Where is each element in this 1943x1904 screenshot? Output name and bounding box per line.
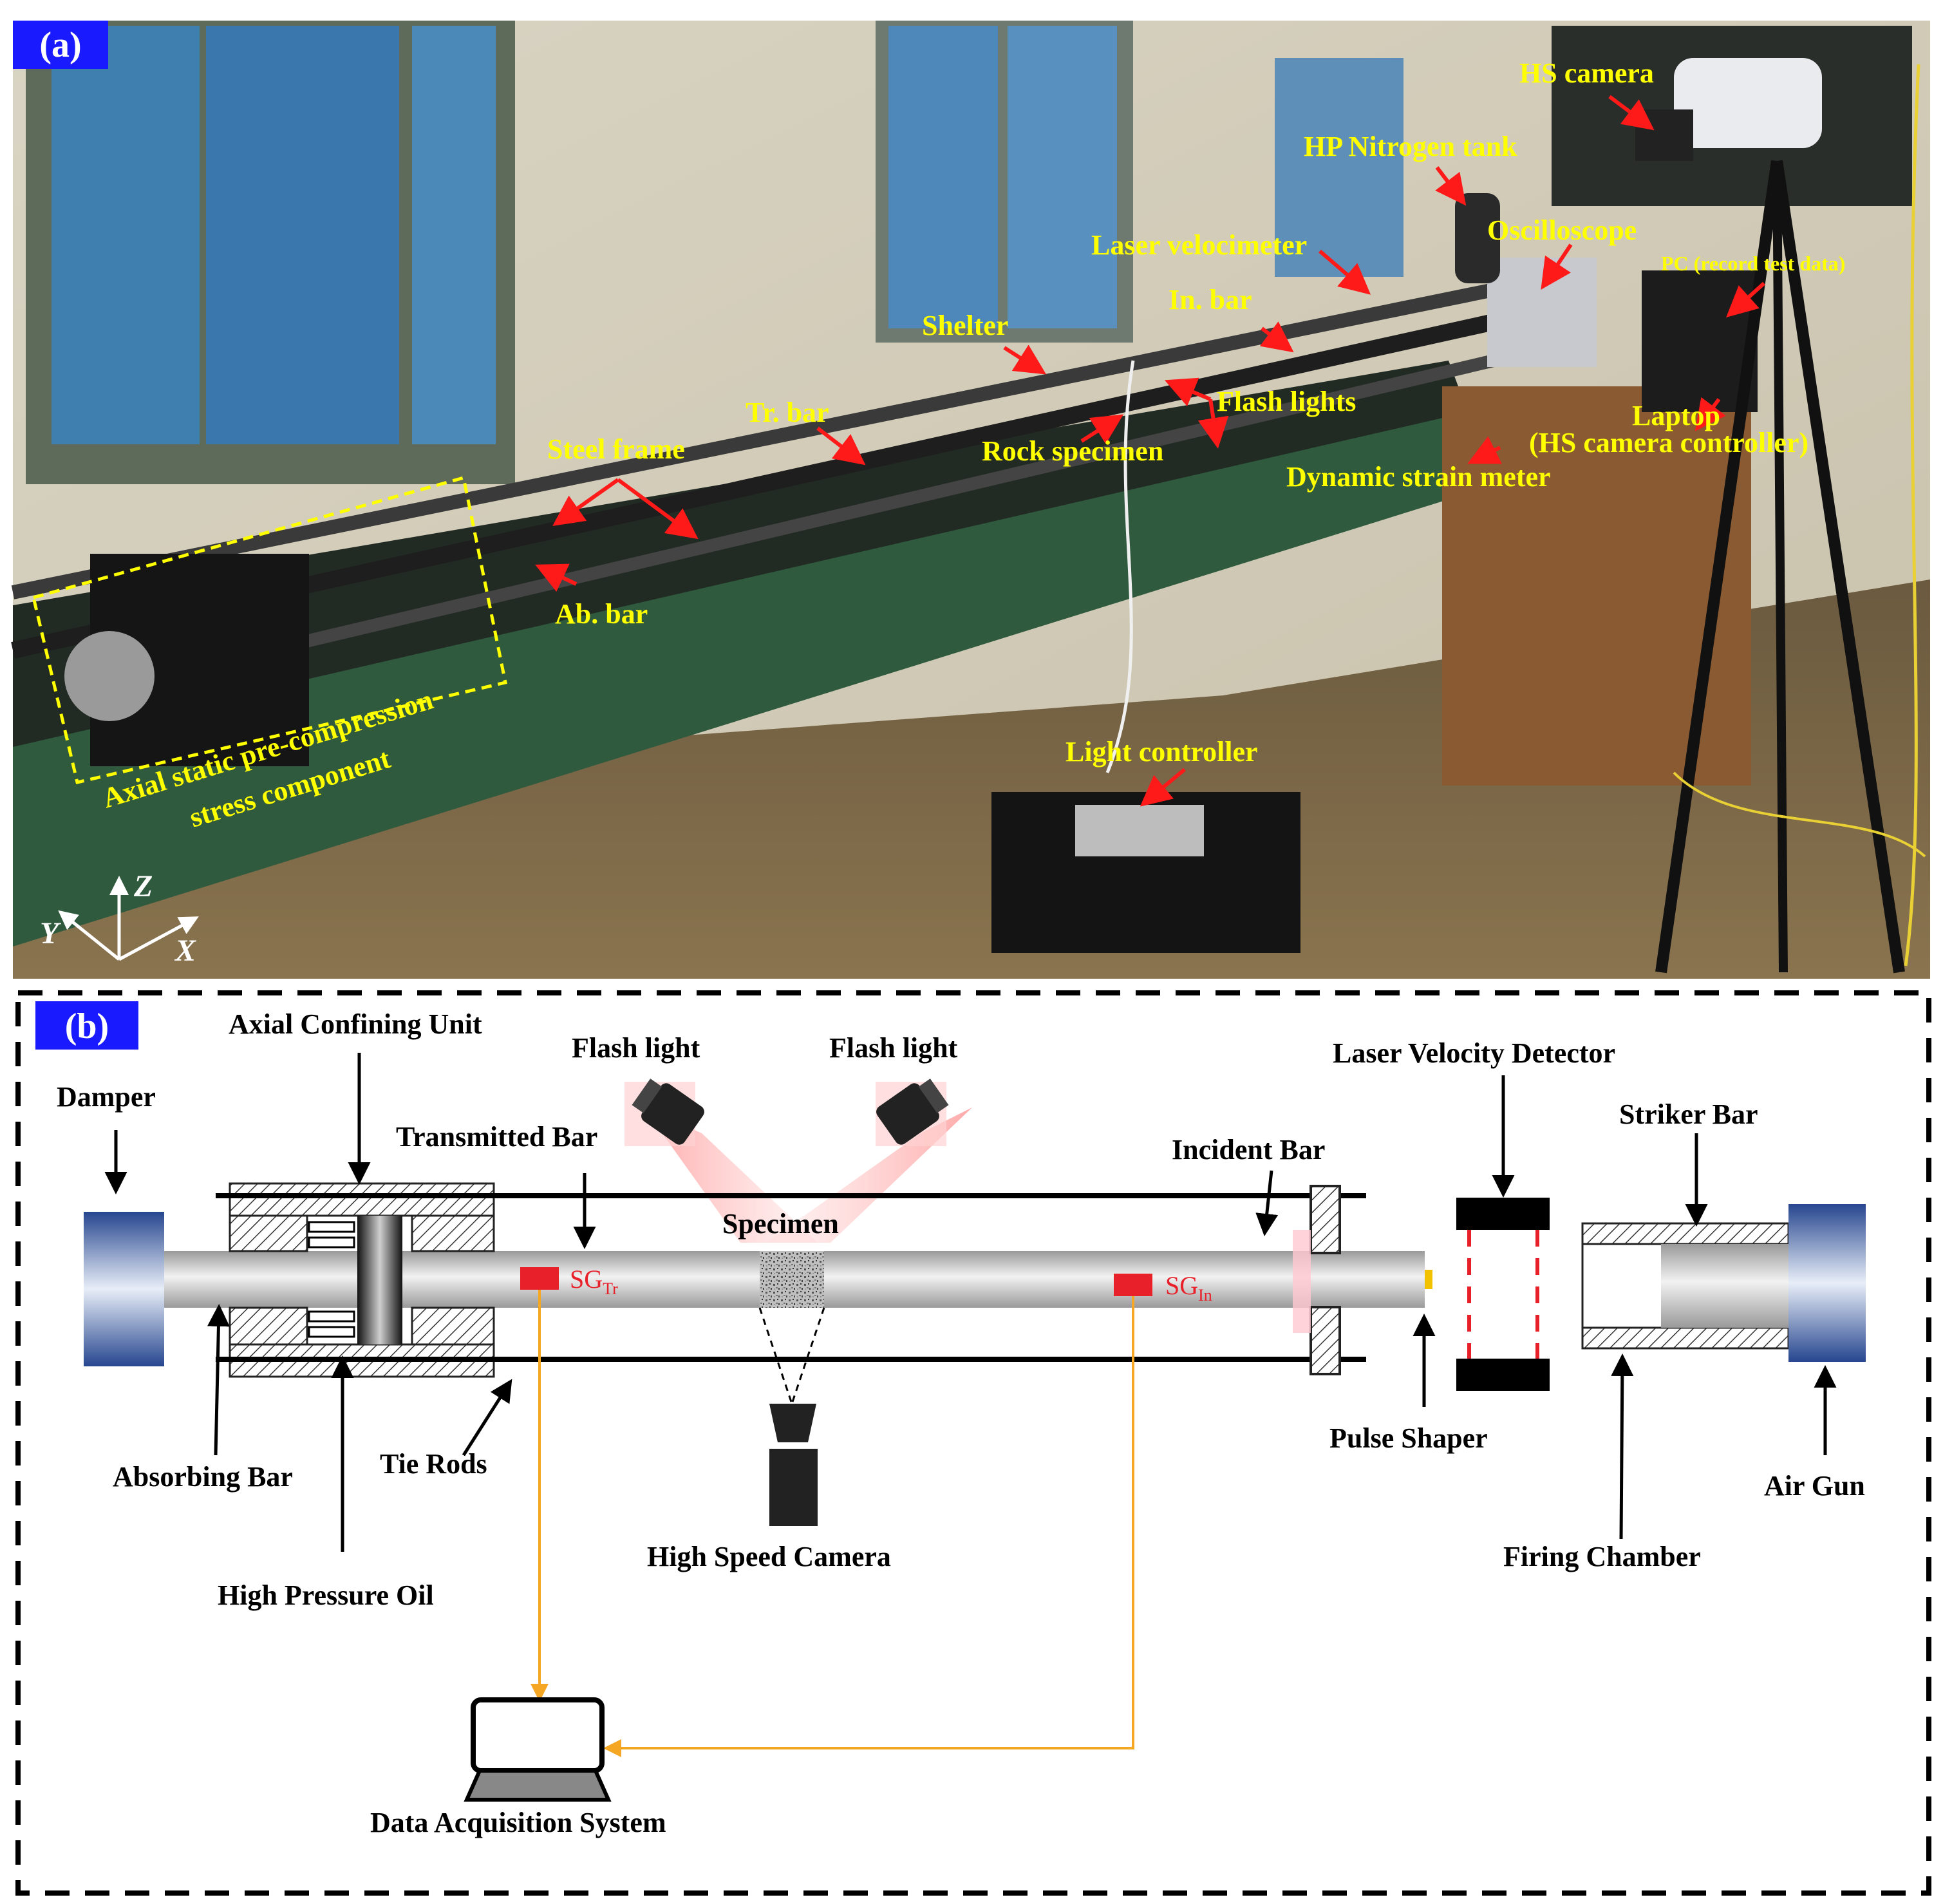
label-hs-camera: HS camera [1519,57,1654,89]
arrow-rock-specimen [1080,414,1124,444]
flash-light-right-icon [876,1079,949,1145]
label-laser-velocimeter: Laser velocimeter [1091,229,1307,261]
end-plate-top [1309,1185,1341,1254]
arrow-flash-2 [1197,399,1229,449]
arrow-ab-bar [535,563,577,592]
label-shelter: Shelter [922,310,1008,341]
label-data-acquisition-system: Data Acquisition System [370,1807,666,1838]
hs-camera-device [1674,58,1822,148]
label-specimen: Specimen [722,1208,839,1239]
arrow-laser-velocimeter [1319,249,1371,295]
arrow-steel-frame-1 [552,478,619,526]
label-light-controller: Light controller [1065,736,1258,768]
damper-block [84,1212,164,1366]
piston [357,1216,402,1344]
axial-component-dashed-box [32,475,507,785]
arrow-oscilloscope [1541,243,1573,290]
window-left [26,21,515,484]
panel-b-tag-bg [35,1001,138,1050]
axis-y-arrow [58,910,120,961]
window-middle [876,21,1403,343]
strain-gauge-in [1114,1274,1152,1296]
axis-x-label: X [174,934,196,968]
arrow-laptop [1694,397,1726,431]
label-striker-bar: Striker Bar [1619,1098,1758,1130]
label-high-speed-camera: High Speed Camera [647,1541,891,1572]
arrow-flash-1 [1164,377,1212,406]
arrow-in-bar [1259,321,1294,353]
label-pc: PC (record test data) [1661,252,1845,275]
label-steel-frame: Steel frame [547,433,685,465]
air-gun-block [1788,1204,1866,1362]
label-laser-velocity-detector: Laser Velocity Detector [1333,1037,1615,1069]
label-ab-bar: Ab. bar [555,598,648,630]
light-controller-device [1075,805,1204,856]
label-pulse-shaper: Pulse Shaper [1329,1422,1488,1454]
axes-indicator [58,876,199,961]
flash-light-left-icon [632,1079,704,1145]
panel-a-tag-bg [13,21,108,69]
label-transmitted-bar: Transmitted Bar [396,1121,597,1153]
oscilloscope-device [1487,258,1597,367]
axis-z-label: Z [133,869,153,903]
arrow-strain-meter [1467,436,1502,464]
panel-b-arrows [104,1053,1837,1552]
signal-wires [530,1290,1134,1757]
label-flash-lights: Flash lights [1217,386,1356,417]
high-speed-camera-icon [769,1404,818,1526]
arrow-pc [1726,281,1766,318]
label-incident-bar: Incident Bar [1172,1134,1325,1165]
panel-b-dashed-border [15,990,1931,1896]
panel-a-tag: (a) [39,25,81,65]
nitrogen-tank [1455,193,1500,283]
label-damper: Damper [57,1081,156,1113]
panel-a-photo [11,21,1930,979]
axis-y-label: Y [40,916,61,950]
data-acquisition-icon [464,1697,612,1802]
arrow-shelter [1003,344,1047,375]
arrow-nitrogen-tank [1435,166,1467,206]
label-axial-confining-unit: Axial Confining Unit [229,1008,482,1040]
striker-bar-body [1661,1244,1788,1328]
label-hp-nitrogen-tank: HP Nitrogen tank [1304,131,1517,162]
arrow-hs-camera [1608,95,1655,131]
label-flash-light-right: Flash light [829,1032,958,1064]
firing-chamber [1581,1222,1790,1350]
label-firing-chamber: Firing Chamber [1503,1541,1701,1572]
panel-b-tag: (b) [65,1006,109,1046]
strain-gauge-tr [520,1267,559,1290]
panel-a-arrows [535,95,1766,807]
arrow-tr-bar [816,426,866,466]
label-in-bar: In. bar [1169,284,1252,316]
label-absorbing-bar: Absorbing Bar [113,1461,293,1493]
axis-x-arrow [118,916,199,961]
arrow-steel-frame-2 [617,478,699,540]
label-tr-bar: Tr. bar [746,397,829,428]
sg-in-label: SGIn [1165,1271,1212,1305]
label-dynamic-strain-meter: Dynamic strain meter [1286,461,1551,493]
arrow-light-controller [1140,768,1186,807]
label-flash-light-left: Flash light [572,1032,700,1064]
label-rock-specimen: Rock specimen [982,435,1163,467]
end-plate-bottom [1309,1306,1341,1375]
label-laptop-line1: Laptop [1632,400,1720,431]
sg-tr-label: SGTr [570,1265,618,1298]
label-high-pressure-oil: High Pressure Oil [218,1579,434,1611]
label-oscilloscope: Oscilloscope [1487,214,1637,246]
label-tie-rods: Tie Rods [380,1448,487,1480]
laser-velocity-detector [1456,1198,1550,1391]
label-laptop-line2: (HS camera controller) [1529,427,1808,458]
label-air-gun: Air Gun [1764,1470,1865,1502]
pulse-shaper [1425,1270,1432,1289]
specimen-block [760,1251,824,1308]
panel-b-labels: Axial Confining Unit Flash light Flash l… [57,1008,1865,1838]
bench-side [13,412,1481,947]
